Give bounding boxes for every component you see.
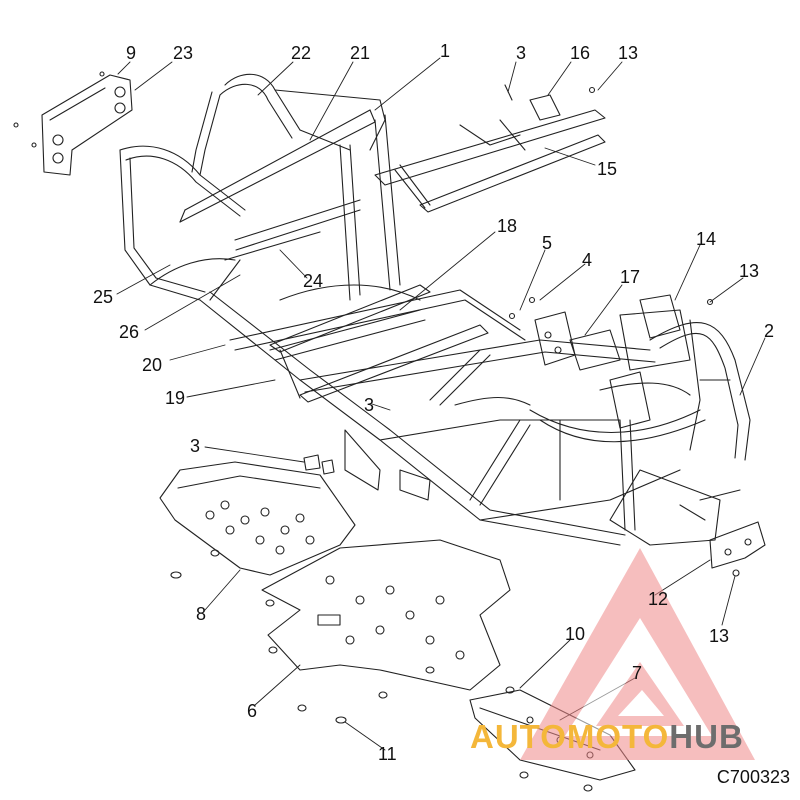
skid-plate-8 [159,461,356,576]
fasteners [170,454,740,792]
callout-17: 17 [620,267,641,287]
skid-plate-6 [261,539,511,691]
callout-3-mid: 3 [364,395,375,415]
callout-13-top: 13 [618,43,639,63]
watermark-logo-text: AUTOMOTOHUB [470,718,744,756]
watermark-logo-triangle [520,548,755,760]
callout-7: 7 [632,663,643,683]
callout-13-right: 13 [739,261,760,281]
callout-8: 8 [196,604,207,624]
callout-13-bottom: 13 [709,626,730,646]
rear-panel-23 [13,71,133,176]
hardware-brackets [508,86,714,429]
callout-19: 19 [165,388,186,408]
watermark-hub-text: HUB [669,718,744,755]
callout-3-top: 3 [516,43,527,63]
callout-10: 10 [565,624,586,644]
callout-18: 18 [497,216,518,236]
roll-cage [119,73,401,301]
main-chassis [149,258,681,546]
callout-22: 22 [291,43,312,63]
callout-20: 20 [142,355,163,375]
callout-3-left: 3 [190,436,201,456]
callout-9: 9 [126,43,137,63]
bracket-12 [709,521,766,569]
callout-24: 24 [303,271,324,291]
callout-12: 12 [648,589,669,609]
seat-rail-18 [269,284,489,403]
callout-5: 5 [542,233,553,253]
callout-6: 6 [247,701,258,721]
callout-11: 11 [378,744,397,764]
callout-23: 23 [173,43,194,63]
callout-26: 26 [119,322,140,342]
callout-14: 14 [696,229,717,249]
callout-2: 2 [764,321,775,341]
callout-4: 4 [582,250,593,270]
callout-25: 25 [93,287,114,307]
callout-15: 15 [597,159,618,179]
callout-16: 16 [570,43,591,63]
rail-assembly-15 [374,84,606,213]
diagram-code: C700323 [716,767,790,787]
callout-1: 1 [440,41,451,61]
callout-21: 21 [350,43,371,63]
front-bumper-2 [529,309,751,546]
watermark-auto-text: AUTOMOTO [470,718,670,755]
